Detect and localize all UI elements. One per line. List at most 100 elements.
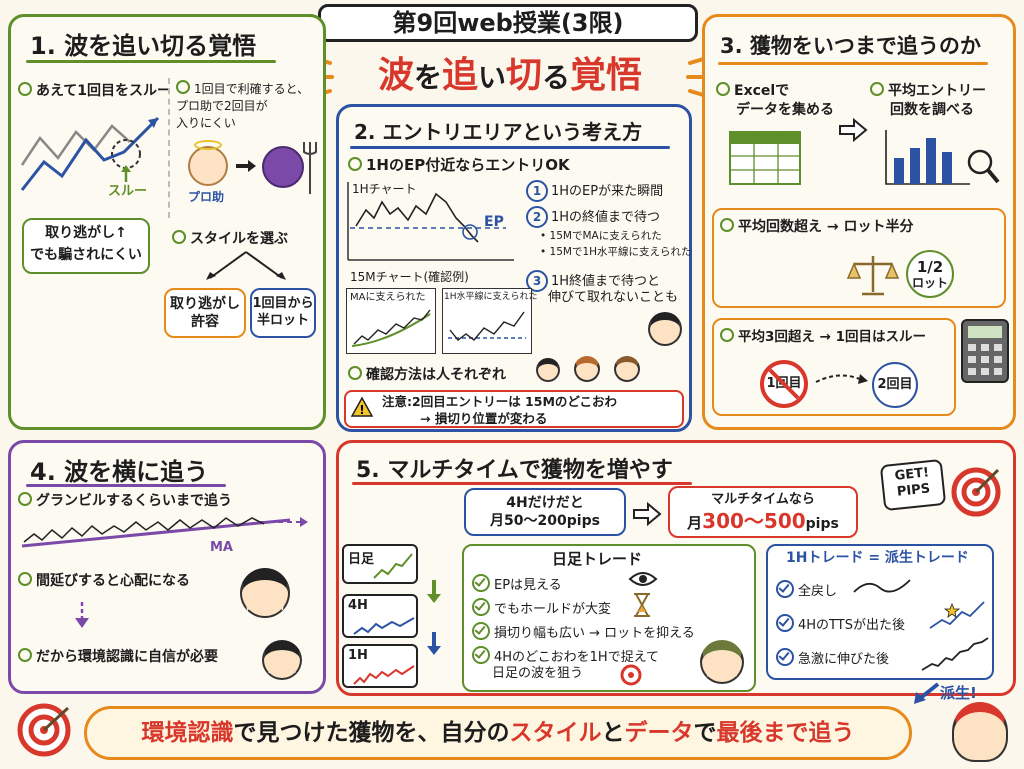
rule-skip-box bbox=[712, 318, 956, 416]
daily-item-2: でもホールドが大変 bbox=[472, 598, 611, 618]
chart-15m-label: 15Mチャート(確認例) bbox=[350, 270, 469, 284]
step-2-sub-1: • 15MでMAに支えられた bbox=[540, 230, 662, 242]
step-2-sub-2: • 15Mで1H水平線に支えられた bbox=[540, 246, 692, 258]
footer-part-3: と bbox=[601, 720, 625, 746]
theme-part-5: る bbox=[542, 61, 571, 94]
1h-trade-title: 1Hトレード = 派生トレード bbox=[786, 550, 969, 566]
theme-title: 波を追い切る覚悟 bbox=[340, 50, 680, 102]
callout-box: 取り逃がし↑でも騙されにくい bbox=[22, 218, 150, 274]
theme-part-6: 覚悟 bbox=[570, 55, 643, 96]
choose-style: スタイルを選ぶ bbox=[172, 230, 288, 249]
confidence-text: だから環境認識に自信が必要 bbox=[18, 648, 218, 667]
warning-icon: ! bbox=[350, 396, 374, 417]
daily-item-1: EPは見える bbox=[472, 574, 562, 594]
thumbs-up-boy-avatar bbox=[262, 640, 302, 680]
theme-part-2: 追 bbox=[441, 55, 478, 96]
angel-label: プロ助 bbox=[188, 190, 225, 204]
avg-step: 平均エントリー回数を調べる bbox=[870, 82, 986, 120]
multi-time-box: マルチタイムなら 月300〜500pips bbox=[668, 486, 858, 538]
rule-half-box bbox=[712, 208, 1006, 308]
1h-item-3: 急激に伸びた後 bbox=[776, 648, 889, 668]
sideways-wave-chart bbox=[21, 517, 308, 548]
chart-15m-ma-box bbox=[346, 288, 436, 354]
footer-part-5: で bbox=[693, 720, 717, 746]
section-5-underline bbox=[352, 482, 692, 485]
headband-man-avatar bbox=[952, 702, 1008, 762]
warning-box bbox=[344, 390, 684, 428]
daily-trade-title: 日足トレード bbox=[552, 550, 643, 568]
ma-label: MA bbox=[210, 540, 233, 555]
warning-line-2: → 損切り位置が変わる bbox=[420, 411, 548, 426]
worried-boy-avatar bbox=[240, 568, 290, 618]
down-arrow-green-icon bbox=[427, 580, 441, 603]
note-1: 1回目で利確すると、プロ助で2回目が入りにくい bbox=[176, 80, 310, 130]
h-support-label: 1H水平線に支えられた bbox=[444, 292, 538, 302]
footer-part-2: スタイル bbox=[509, 720, 602, 746]
divider-vertical bbox=[168, 78, 170, 218]
calculator-icon bbox=[961, 319, 1009, 383]
section-3-underline bbox=[718, 62, 988, 65]
spreadsheet-icon bbox=[729, 131, 801, 185]
1h-trade-box bbox=[766, 544, 994, 680]
tf-1h: 1H bbox=[342, 644, 418, 688]
1h-item-1: 全戻し bbox=[776, 580, 837, 600]
first-time-crossed: 1回目 bbox=[760, 360, 808, 408]
angel-avatar bbox=[188, 146, 228, 186]
person-avatar-2 bbox=[574, 356, 600, 382]
option-half-lot: 1回目から半ロット bbox=[250, 288, 316, 338]
ep-label: EP bbox=[484, 214, 504, 230]
small-target-icon bbox=[620, 664, 642, 686]
footer-banner: 環境認識で見つけた獲物を、自分のスタイルとデータで最後まで追う bbox=[84, 706, 912, 760]
footer-part-1: で見つけた獲物を、自分の bbox=[233, 720, 510, 746]
excel-step: Excelでデータを集める bbox=[716, 82, 834, 120]
section-1-underline bbox=[26, 60, 276, 63]
daily-item-5: 日足の波を狙う bbox=[492, 666, 584, 681]
section-4-underline bbox=[26, 484, 226, 487]
wave-through-chart bbox=[20, 116, 160, 191]
tts-star-line bbox=[929, 601, 985, 629]
granville-text: グランビルするくらいまで追う bbox=[18, 492, 232, 511]
binoculars-man-avatar bbox=[700, 640, 744, 684]
compare-arrow-icon bbox=[633, 501, 662, 527]
footer-part-0: 環境認識 bbox=[141, 720, 234, 746]
tf-4h: 4H bbox=[342, 594, 418, 638]
section-2-underline bbox=[350, 146, 670, 149]
multi-label: マルチタイムなら bbox=[711, 492, 815, 507]
devil-fork-icon bbox=[303, 142, 317, 194]
eye-icon bbox=[628, 572, 658, 586]
person-avatar-1 bbox=[536, 358, 560, 382]
theme-part-1: を bbox=[413, 61, 442, 94]
bar-chart-magnifier-icon bbox=[885, 130, 1000, 185]
arrow-right-icon bbox=[236, 160, 256, 172]
theme-part-3: い bbox=[477, 61, 506, 94]
footer-part-4: データ bbox=[624, 720, 694, 746]
section-5-title: 5. マルチタイムで獲物を増やす bbox=[356, 458, 673, 483]
devil-avatar bbox=[262, 146, 304, 188]
section-2-title: 2. エントリエリアという考え方 bbox=[354, 120, 643, 144]
worry-text: 間延びすると心配になる bbox=[18, 572, 190, 591]
second-time: 2回目 bbox=[872, 362, 918, 408]
chart-1h bbox=[347, 182, 514, 261]
chart-15m-h-box bbox=[442, 288, 532, 354]
person-avatar-3 bbox=[614, 356, 640, 382]
entry-rule: 1HのEP付近ならエントリOK bbox=[348, 156, 570, 175]
target-icon bbox=[951, 467, 1001, 517]
option-accept-miss: 取り逃がし許容 bbox=[164, 288, 246, 338]
theme-part-0: 波 bbox=[377, 55, 414, 96]
skip-first-text: あえて1回目をスルー bbox=[18, 82, 171, 101]
daily-item-3: 損切り幅も広い → ロットを抑える bbox=[472, 622, 695, 642]
surge-line bbox=[921, 637, 989, 671]
scale-icon bbox=[846, 256, 900, 296]
down-dashed-arrow-icon bbox=[75, 602, 89, 628]
only-4h-box: 4Hだけだと月50〜200pips bbox=[464, 488, 626, 536]
full-retrace-line bbox=[853, 579, 911, 593]
lesson-title-banner: 第9回web授業(3限) bbox=[318, 4, 698, 42]
section-4-title: 4. 波を横に追う bbox=[30, 458, 209, 486]
worried-student-avatar bbox=[648, 312, 682, 346]
dashed-arrow-icon bbox=[815, 374, 868, 384]
arrow-to-chart-icon bbox=[839, 117, 868, 143]
theme-part-4: 切 bbox=[506, 55, 543, 96]
daily-item-4: 4Hのどこおわを1Hで捉えて bbox=[472, 646, 659, 666]
